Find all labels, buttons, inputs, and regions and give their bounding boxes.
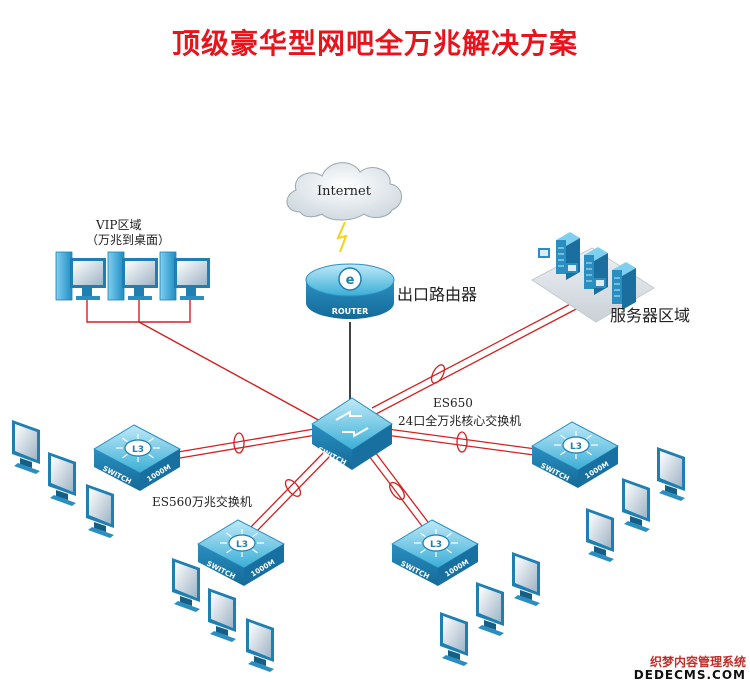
- server-area-label: 服务器区域: [610, 306, 691, 325]
- server-area: [531, 232, 655, 323]
- svg-text:e: e: [346, 273, 355, 288]
- monitor-icon: [476, 582, 504, 636]
- vip-pcs: [55, 251, 210, 301]
- workstation-monitors: [12, 420, 685, 672]
- monitor-icon: [208, 588, 236, 642]
- monitor-icon: [622, 478, 650, 532]
- watermark: 织梦内容管理系统 DEDECMS.COM: [633, 654, 746, 682]
- left-edge-link: [177, 427, 323, 459]
- watermark-line2: DEDECMS.COM: [633, 667, 746, 682]
- links: [86, 221, 583, 535]
- page-title: 顶级豪华型网吧全万兆解决方案: [171, 27, 578, 60]
- router-icon: e ROUTER: [305, 263, 395, 319]
- watermark-line1: 织梦内容管理系统: [649, 654, 746, 669]
- core-switch-model: ES650: [433, 396, 473, 410]
- l3-badge: L3: [570, 442, 582, 452]
- monitor-icon: [86, 484, 114, 538]
- edge-switch-label: ES560万兆交换机: [152, 495, 252, 509]
- router-badge: ROUTER: [332, 307, 369, 316]
- l3-badge: L3: [236, 540, 248, 550]
- l3-badge: L3: [132, 445, 144, 455]
- monitor-icon: [586, 508, 614, 562]
- right-edge-link: [377, 427, 537, 456]
- monitor-icon: [12, 420, 40, 474]
- l3-badge: L3: [430, 540, 442, 550]
- vip-label-line1: VIP区域: [96, 218, 142, 232]
- vip-desktop-icon: [107, 251, 158, 301]
- vip-bracket: [86, 300, 191, 323]
- vip-core-link: [138, 321, 323, 423]
- bottom-left-edge-link: [247, 447, 335, 535]
- monitor-icon: [440, 612, 468, 666]
- monitor-icon: [48, 452, 76, 506]
- monitor-icon: [512, 552, 540, 606]
- core-switch-icon: SWITCH: [311, 397, 393, 470]
- router-label: 出口路由器: [397, 285, 478, 304]
- core-switch-desc: 24口全万兆核心交换机: [398, 414, 522, 428]
- vip-desktop-icon: [55, 251, 106, 301]
- internet-cloud: Internet: [286, 162, 402, 221]
- monitor-icon: [172, 558, 200, 612]
- internet-bolt: [336, 221, 348, 253]
- vip-desktop-icon: [159, 251, 210, 301]
- server-icon: [594, 262, 636, 310]
- bottom-right-edge-link: [365, 447, 435, 535]
- monitor-icon: [246, 618, 274, 672]
- vip-label-line2: （万兆到桌面）: [86, 233, 171, 247]
- server-core-link: [371, 299, 583, 415]
- monitor-icon: [657, 447, 685, 501]
- internet-label: Internet: [317, 184, 372, 199]
